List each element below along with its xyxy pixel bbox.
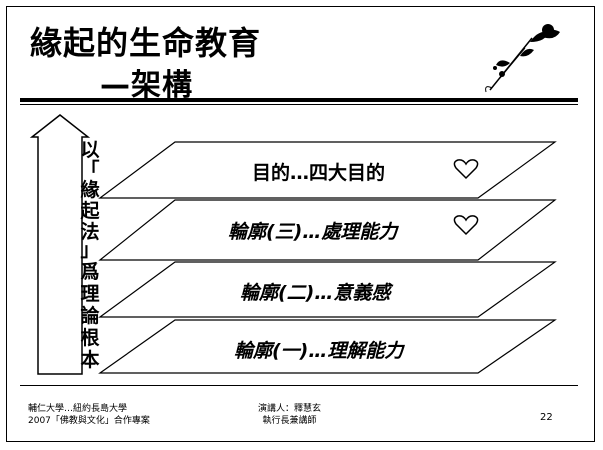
slide-frame xyxy=(6,6,595,442)
vertical-char: 理 xyxy=(80,283,100,305)
footer-center: 演講人：釋慧玄 執行長兼講師 xyxy=(258,403,321,427)
footer-left-line2: 2007「佛教與文化」合作專案 xyxy=(28,416,150,426)
vertical-char: 「 xyxy=(80,159,100,181)
up-arrow-icon xyxy=(29,114,91,375)
vertical-char: 以 xyxy=(80,139,100,161)
footer-speaker-title: 執行長兼講師 xyxy=(262,416,317,426)
footer-left: 輔仁大學…紐約長島大學 2007「佛教與文化」合作專案 xyxy=(28,403,150,427)
slide-subtitle: —架構 xyxy=(100,68,193,103)
vertical-char: 緣 xyxy=(80,179,100,201)
layer-label-outline-2: 輪廓(二)…意義感 xyxy=(240,282,391,304)
vertical-char: 論 xyxy=(80,305,100,327)
vertical-char: 根 xyxy=(80,327,100,349)
layer-2 xyxy=(98,199,557,261)
vertical-char: 」 xyxy=(80,239,100,261)
footer-divider xyxy=(20,385,578,386)
heart-outline-icon xyxy=(453,159,479,180)
footer-speaker: 演講人：釋慧玄 xyxy=(258,404,322,414)
slide-title: 緣起的生命教育 xyxy=(30,24,262,62)
heart-outline-icon xyxy=(453,215,479,236)
vertical-char: 爲 xyxy=(80,261,100,283)
layer-4 xyxy=(98,319,557,374)
page-number: 22 xyxy=(540,412,553,423)
vertical-char: 本 xyxy=(80,349,100,371)
layer-label-outline-1: 輪廓(一)…理解能力 xyxy=(234,340,404,362)
layer-label-outline-3: 輪廓(三)…處理能力 xyxy=(228,221,398,243)
title-divider-thin xyxy=(20,104,578,105)
layer-3 xyxy=(98,261,557,318)
footer-left-line1: 輔仁大學…紐約長島大學 xyxy=(28,404,128,414)
vertical-char: 起 xyxy=(80,200,100,222)
rose-icon xyxy=(485,24,560,93)
layer-1 xyxy=(98,141,557,199)
layer-label-purpose: 目的…四大目的 xyxy=(252,162,386,184)
title-divider xyxy=(20,98,578,102)
vertical-char: 法 xyxy=(80,221,100,243)
